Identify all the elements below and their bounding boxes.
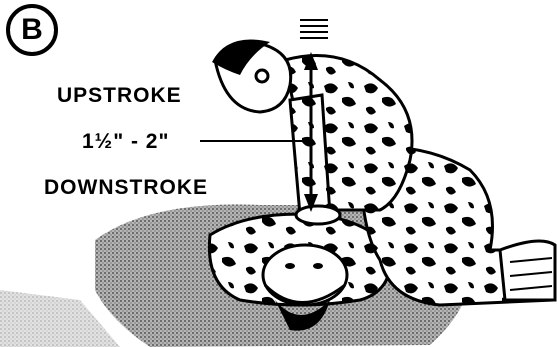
panel-letter-badge: B <box>6 4 58 56</box>
downstroke-label: DOWNSTROKE <box>44 176 208 200</box>
compression-depth-label: 1½" - 2" <box>82 130 169 154</box>
upstroke-label: UPSTROKE <box>57 84 182 108</box>
